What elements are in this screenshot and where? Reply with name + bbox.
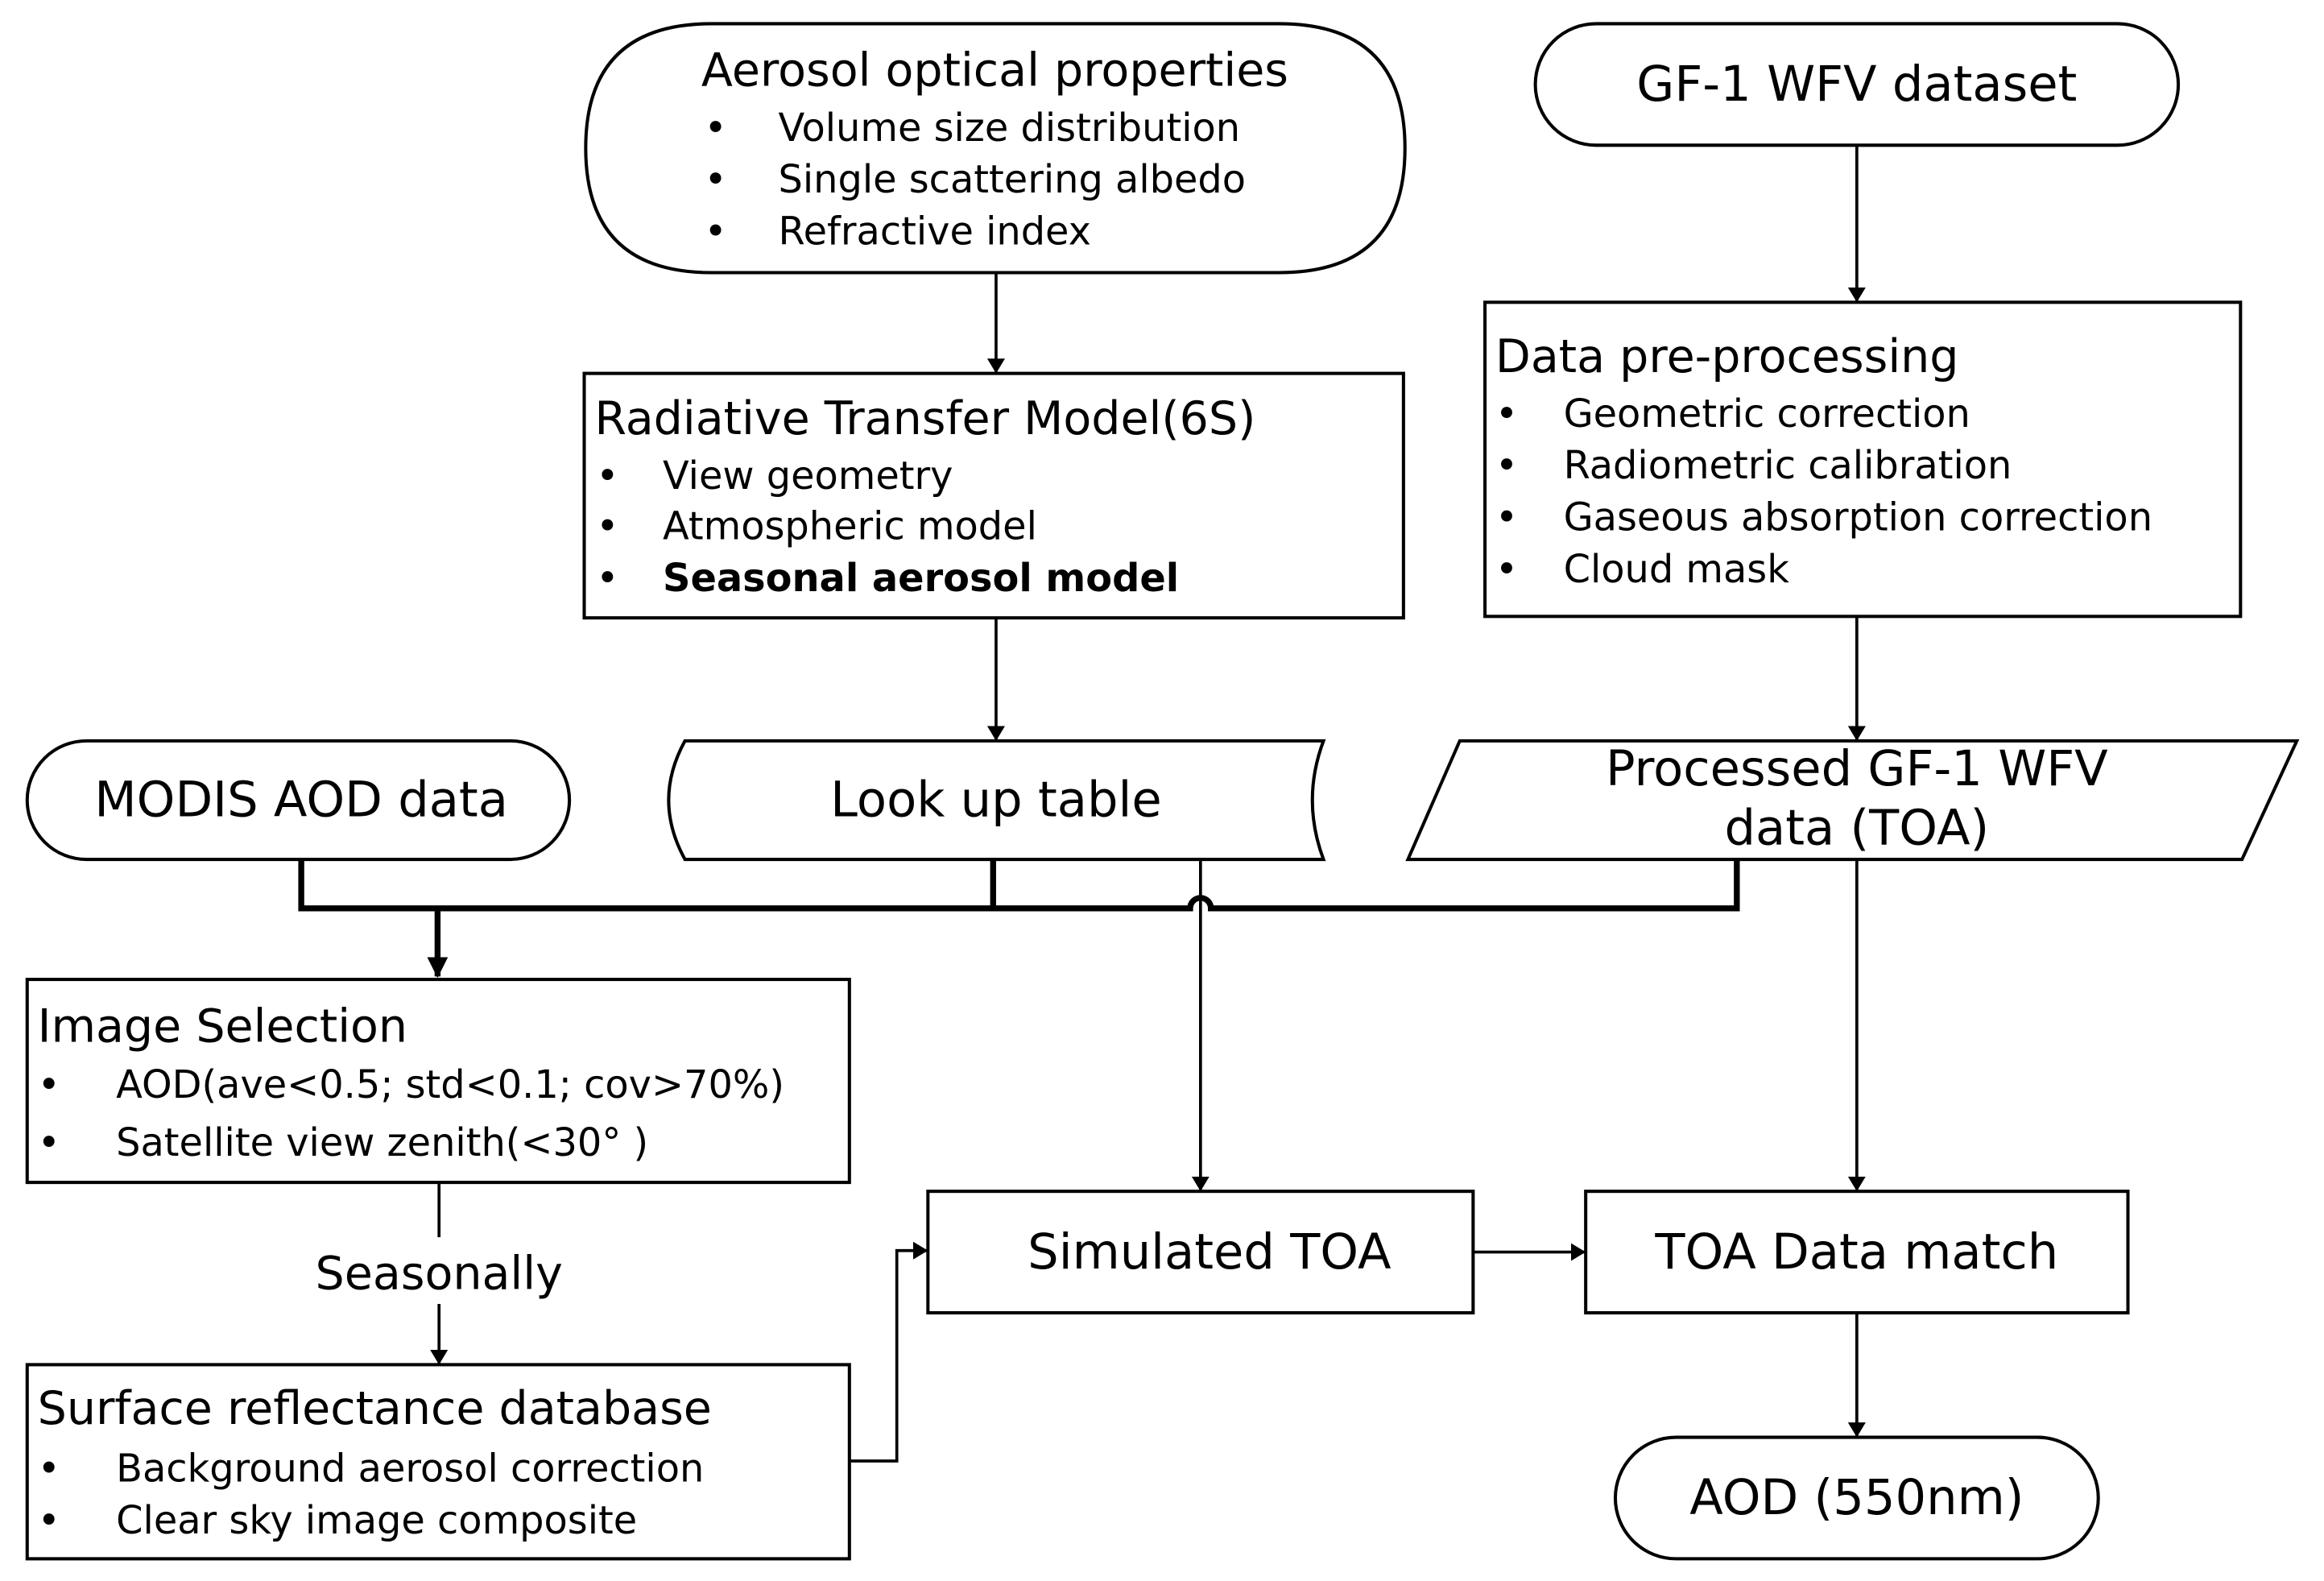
preprocessing-node: Data pre-processing • Geometric correcti… [1483, 300, 2243, 619]
aerosol-properties-node: Aerosol optical properties • Volume size… [584, 22, 1407, 275]
seasonally-label: Seasonally [316, 1248, 563, 1301]
bullet: • [38, 1121, 60, 1165]
modis-aod-node: MODIS AOD data [25, 739, 572, 862]
image-selection-item: AOD(ave<0.5; std<0.1; cov>70%) [116, 1063, 784, 1107]
rtm-item: View geometry [663, 454, 953, 499]
bullet: • [1495, 548, 1518, 592]
aerosol-item: Refractive index [779, 210, 1091, 255]
toa-data-match-label: TOA Data match [1654, 1224, 2058, 1281]
lookup-table-label: Look up table [830, 772, 1162, 829]
lookup-table-node: Look up table [667, 739, 1326, 862]
rtm-node: Radiative Transfer Model(6S) • View geom… [582, 371, 1405, 620]
simulated-toa-node: Simulated TOA [926, 1190, 1475, 1315]
bullet: • [596, 505, 618, 549]
gf1-dataset-node: GF-1 WFV dataset [1533, 22, 2181, 147]
processed-data-node: Processed GF-1 WFV data (TOA) [1405, 739, 2300, 862]
bullet: • [705, 210, 727, 255]
bullet: • [705, 158, 727, 202]
modis-aod-label: MODIS AOD data [94, 772, 508, 829]
aod-output-label: AOD (550nm) [1689, 1470, 2024, 1526]
bullet: • [1495, 496, 1518, 540]
bullet: • [38, 1447, 60, 1492]
surface-reflectance-title: Surface reflectance database [38, 1382, 712, 1435]
simulated-toa-label: Simulated TOA [1028, 1224, 1392, 1281]
toa-data-match-node: TOA Data match [1584, 1190, 2130, 1315]
connectors [298, 145, 1866, 1463]
bullet: • [38, 1499, 60, 1543]
bullet: • [38, 1063, 60, 1107]
aerosol-item: Single scattering albedo [779, 158, 1247, 202]
arrow-surface-to-simulated [849, 1241, 928, 1463]
preprocessing-title: Data pre-processing [1495, 330, 1959, 383]
rtm-title: Radiative Transfer Model(6S) [594, 392, 1255, 445]
image-selection-node: Image Selection • AOD(ave<0.5; std<0.1; … [25, 978, 851, 1185]
surface-reflectance-node: Surface reflectance database • Backgroun… [25, 1363, 851, 1561]
bullet: • [596, 454, 618, 499]
merge-bus [298, 859, 1740, 912]
preprocessing-item: Radiometric calibration [1564, 444, 2012, 488]
bullet: • [1495, 392, 1518, 437]
image-selection-item: Satellite view zenith(<30° ) [116, 1121, 648, 1165]
aod-output-node: AOD (550nm) [1613, 1435, 2100, 1561]
bullet: • [596, 557, 618, 601]
rtm-item: Atmospheric model [663, 505, 1037, 549]
gf1-dataset-label: GF-1 WFV dataset [1636, 56, 2077, 113]
aerosol-item: Volume size distribution [779, 106, 1241, 151]
preprocessing-item: Cloud mask [1564, 548, 1790, 592]
preprocessing-item: Geometric correction [1564, 392, 1970, 437]
bullet: • [705, 106, 727, 151]
aerosol-properties-title: Aerosol optical properties [701, 44, 1288, 97]
preprocessing-item: Gaseous absorption correction [1564, 496, 2152, 540]
surface-reflectance-item: Clear sky image composite [116, 1499, 637, 1543]
processed-data-label-1: Processed GF-1 WFV [1606, 741, 2108, 797]
image-selection-title: Image Selection [38, 1000, 407, 1053]
bullet: • [1495, 444, 1518, 488]
processed-data-label-2: data (TOA) [1724, 801, 1989, 857]
surface-reflectance-item: Background aerosol correction [116, 1447, 704, 1492]
rtm-item-bold: Seasonal aerosol model [663, 557, 1179, 601]
